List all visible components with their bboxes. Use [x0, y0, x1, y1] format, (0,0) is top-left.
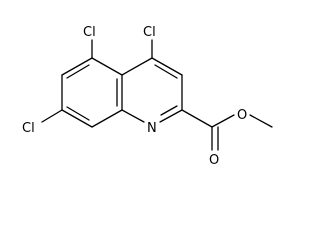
chlorine-label-top-right: Cl: [143, 25, 156, 40]
benzene-ring: [61, 57, 123, 128]
carbonyl-oxygen-label: O: [209, 153, 219, 168]
ester-oxygen-label: O: [237, 108, 247, 123]
substituent-bonds: [41, 39, 273, 151]
nitrogen-label: N: [147, 121, 157, 136]
chlorine-label-left: Cl: [22, 121, 35, 136]
pyridine-ring: [121, 57, 183, 123]
chlorine-label-top-left: Cl: [83, 25, 96, 40]
chemical-structure: Cl Cl Cl N O O: [22, 25, 273, 168]
